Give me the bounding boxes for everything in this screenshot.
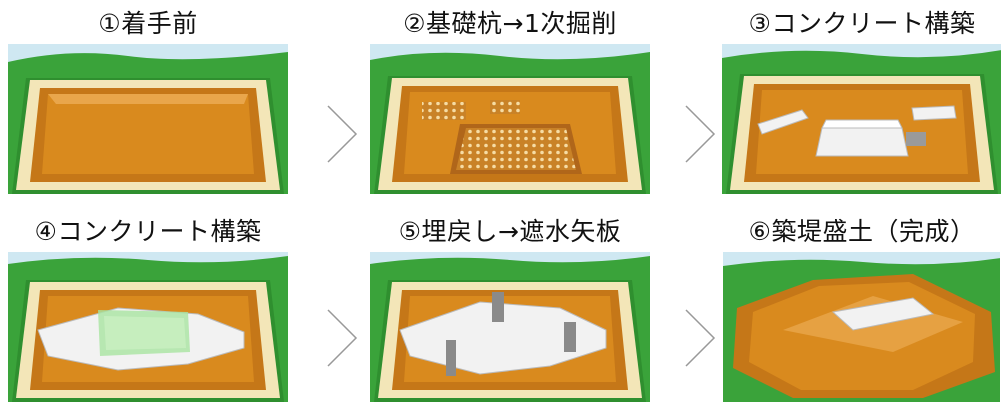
step-5: ⑤埋戻し→遮水矢板 bbox=[370, 212, 650, 402]
step-3-image bbox=[722, 44, 1001, 194]
step-arrow-4 bbox=[680, 306, 720, 370]
step-arrow-1 bbox=[322, 102, 362, 166]
step-4-image bbox=[8, 252, 288, 402]
step-arrow-2 bbox=[680, 102, 720, 166]
step-6-image bbox=[722, 252, 1000, 402]
step-6-title: ⑥築堤盛土（完成） bbox=[748, 217, 976, 246]
step-3-title: ③コンクリート構築 bbox=[748, 9, 976, 38]
step-6: ⑥築堤盛土（完成） bbox=[722, 212, 1001, 402]
step-2-image bbox=[370, 44, 650, 194]
step-2: ②基礎杭→1次掘削 bbox=[370, 4, 650, 194]
step-1-image bbox=[8, 44, 288, 194]
step-arrow-3 bbox=[322, 306, 362, 370]
step-2-title: ②基礎杭→1次掘削 bbox=[403, 9, 617, 38]
step-3: ③コンクリート構築 bbox=[722, 4, 1001, 194]
step-4-title: ④コンクリート構築 bbox=[34, 217, 262, 246]
step-5-image bbox=[370, 252, 650, 402]
step-1: ①着手前 bbox=[8, 4, 288, 194]
step-4: ④コンクリート構築 bbox=[8, 212, 288, 402]
step-5-title: ⑤埋戻し→遮水矢板 bbox=[398, 217, 622, 246]
step-1-title: ①着手前 bbox=[98, 9, 198, 38]
